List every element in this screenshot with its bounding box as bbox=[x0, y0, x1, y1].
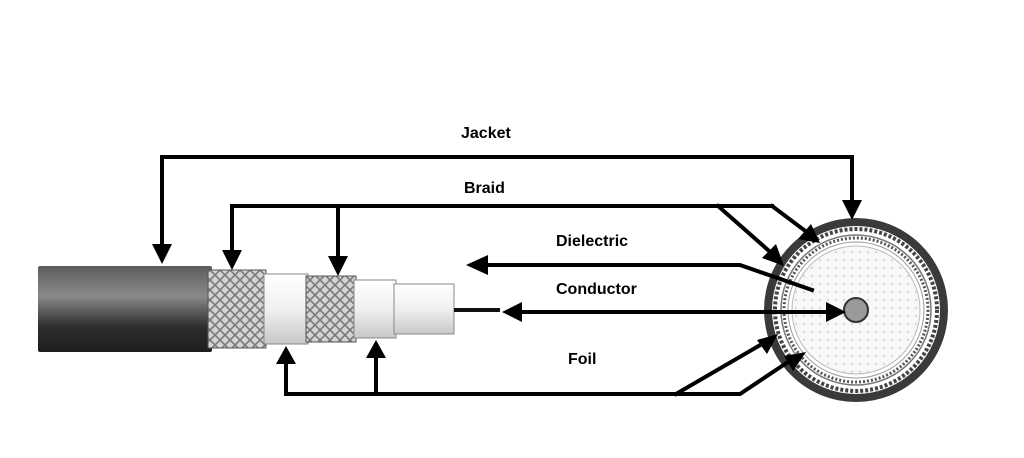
dielectric-arrowhead bbox=[466, 255, 488, 275]
jacket-segment bbox=[38, 266, 212, 352]
leader-lines bbox=[160, 155, 854, 397]
braid-arrowhead-mid bbox=[328, 256, 348, 276]
inner-foil-segment bbox=[353, 279, 397, 339]
cable-side-view bbox=[38, 266, 500, 352]
cross-section-braid-outer bbox=[773, 227, 939, 393]
foil-arrowhead-lower bbox=[784, 352, 806, 371]
foil-diagonal-line bbox=[673, 341, 765, 397]
braid-diagonal-inner bbox=[715, 203, 771, 253]
braid-diagonal-outer bbox=[769, 203, 811, 236]
outer-braid-segment bbox=[207, 269, 267, 349]
jacket-arrowhead-down-left bbox=[152, 244, 172, 264]
braid-arrowhead-inner bbox=[762, 244, 784, 266]
foil-leader-line bbox=[284, 359, 791, 396]
jacket-arrowhead-down-right bbox=[842, 200, 862, 220]
braid-leader-line bbox=[230, 204, 774, 257]
dielectric-label: Dielectric bbox=[556, 233, 629, 250]
cross-section-conductor bbox=[843, 297, 869, 323]
conductor-arrowhead-right bbox=[826, 302, 846, 322]
foil-arrowhead-upper bbox=[757, 334, 778, 354]
dielectric-segment bbox=[393, 283, 455, 335]
jacket-leader-line bbox=[160, 155, 854, 250]
foil-arrowhead-left bbox=[276, 346, 296, 364]
jacket-label: Jacket bbox=[461, 125, 511, 142]
braid-label: Braid bbox=[464, 180, 505, 197]
arrowheads bbox=[152, 200, 862, 371]
foil-label: Foil bbox=[568, 351, 597, 368]
inner-braid-segment bbox=[305, 275, 357, 343]
conductor-label: Conductor bbox=[556, 281, 637, 298]
foil-arrowhead-mid bbox=[366, 340, 386, 358]
dielectric-leader-line bbox=[483, 263, 815, 293]
outer-foil-segment bbox=[263, 273, 309, 345]
conductor-arrowhead-left bbox=[502, 302, 522, 322]
braid-arrowhead-left bbox=[222, 250, 242, 270]
braid-arrowhead-outer bbox=[798, 224, 820, 243]
